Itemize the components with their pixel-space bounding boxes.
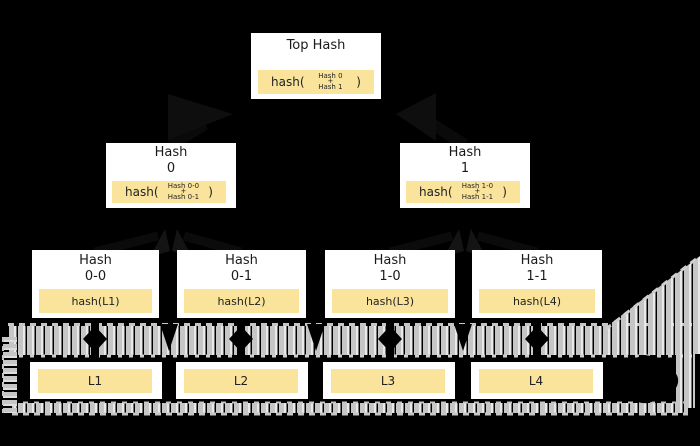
connector-arrows-top	[167, 93, 469, 151]
data-blocks-cloud	[2, 256, 700, 416]
hash-open: hash(	[419, 185, 453, 199]
connector-arrows-blocks	[83, 318, 549, 362]
hash-operands: Hash 1-0 + Hash 1-1	[461, 181, 494, 201]
node-top-hash: Top Hash hash( Hash 0 + Hash 1 )	[251, 33, 381, 99]
cloud-left-cap	[3, 337, 17, 413]
hash-close: )	[502, 185, 507, 199]
hash-strip: hash( Hash 0-0 + Hash 0-1 )	[112, 181, 226, 203]
hash-close: )	[208, 185, 213, 199]
hash-operands: Hash 0-0 + Hash 0-1	[167, 181, 200, 201]
data-block-l1: L1	[30, 362, 162, 399]
node-hash-1-0: Hash 1-0 hash(L3)	[325, 250, 455, 318]
node-title: Top Hash	[286, 38, 346, 53]
node-title: Hash 0-1	[225, 253, 258, 284]
hash-strip: hash(L1)	[39, 289, 152, 313]
cloud-band-bottom	[12, 403, 688, 413]
hash-strip: hash(L3)	[332, 289, 448, 313]
data-block-label: L4	[479, 369, 593, 393]
node-title: Hash 1-0	[373, 253, 407, 284]
node-hash-0: Hash 0 hash( Hash 0-0 + Hash 0-1 )	[106, 143, 236, 208]
data-block-l2: L2	[176, 362, 308, 399]
node-title: Hash 0-0	[79, 253, 112, 284]
node-hash-0-1: Hash 0-1 hash(L2)	[177, 250, 306, 318]
hash-open: hash(	[271, 75, 305, 89]
data-block-label: L1	[38, 369, 152, 393]
cloud-band-top	[8, 326, 692, 355]
hash-strip: hash( Hash 1-0 + Hash 1-1 )	[406, 181, 520, 203]
hash-strip: hash(L4)	[479, 289, 595, 313]
node-title: Hash 0	[154, 145, 188, 176]
annotation-wedge	[601, 256, 700, 354]
hash-close: )	[356, 75, 361, 89]
node-title: Hash 1-1	[520, 253, 554, 284]
hash-open: hash(	[125, 185, 159, 199]
hash-operands: Hash 0 + Hash 1	[318, 71, 343, 91]
data-block-label: L3	[331, 369, 445, 393]
data-block-l4: L4	[471, 362, 603, 399]
node-hash-1: Hash 1 hash( Hash 1-0 + Hash 1-1 )	[400, 143, 530, 208]
node-hash-1-1: Hash 1-1 hash(L4)	[472, 250, 602, 318]
hash-strip: hash( Hash 0 + Hash 1 )	[258, 70, 374, 94]
hash-strip: hash(L2)	[184, 289, 299, 313]
connector-arrows-mid	[93, 229, 539, 257]
ink-blob	[617, 355, 679, 404]
node-hash-0-0: Hash 0-0 hash(L1)	[32, 250, 159, 318]
cloud-right-strokes	[676, 352, 695, 408]
data-block-label: L2	[184, 369, 298, 393]
node-title: Hash 1	[448, 145, 482, 176]
data-block-l3: L3	[323, 362, 455, 399]
